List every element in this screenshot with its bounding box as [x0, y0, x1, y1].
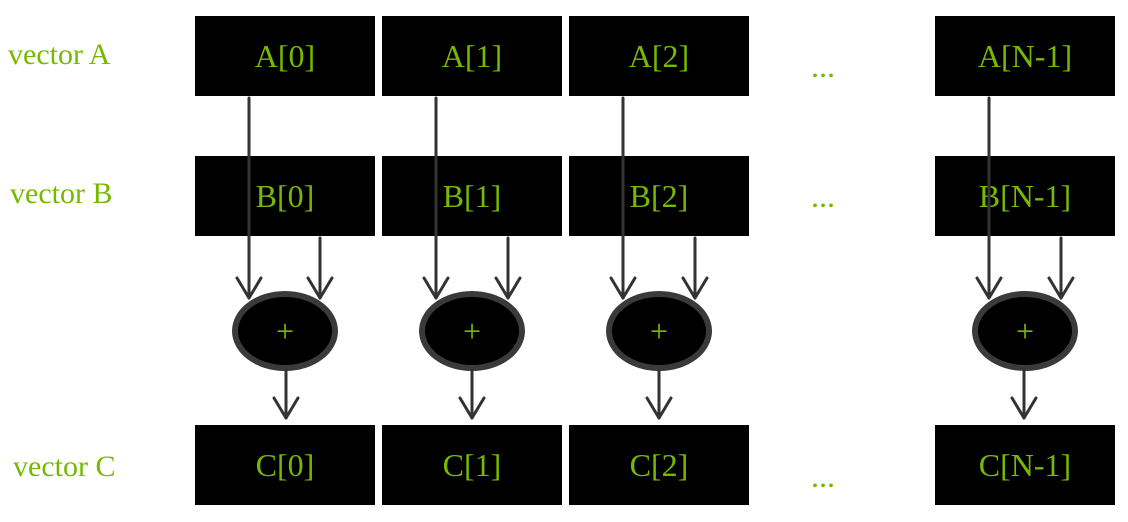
add-operator-1: + — [419, 291, 525, 371]
vector-b-cell-0: B[0] — [195, 156, 375, 236]
arrows-column-n-1 — [975, 96, 1075, 420]
vector-c-ellipsis: ... — [811, 458, 835, 494]
vector-a-cell-0: A[0] — [195, 16, 375, 96]
vector-c-cell-2: C[2] — [569, 425, 749, 505]
add-operator-0: + — [232, 291, 338, 371]
vector-c-cell-n-1: C[N-1] — [935, 425, 1115, 505]
vector-a-cell-n-1: A[N-1] — [935, 16, 1115, 96]
vector-a-cell-2: A[2] — [569, 16, 749, 96]
vector-a-ellipsis: ... — [811, 48, 835, 84]
vector-c-cell-0: C[0] — [195, 425, 375, 505]
add-operator-n-1: + — [972, 291, 1078, 371]
vector-c-label: vector C — [13, 450, 116, 483]
arrows-column-2 — [609, 96, 709, 420]
vector-a-label: vector A — [8, 38, 111, 71]
arrows-column-1 — [422, 96, 522, 420]
vector-b-cell-2: B[2] — [569, 156, 749, 236]
vector-c-cell-1: C[1] — [382, 425, 562, 505]
vector-b-cell-1: B[1] — [382, 156, 562, 236]
vector-b-cell-n-1: B[N-1] — [935, 156, 1115, 236]
vector-b-label: vector B — [10, 177, 113, 210]
add-operator-2: + — [606, 291, 712, 371]
arrows-column-0 — [235, 96, 334, 420]
vector-b-ellipsis: ... — [811, 178, 835, 214]
vector-a-cell-1: A[1] — [382, 16, 562, 96]
